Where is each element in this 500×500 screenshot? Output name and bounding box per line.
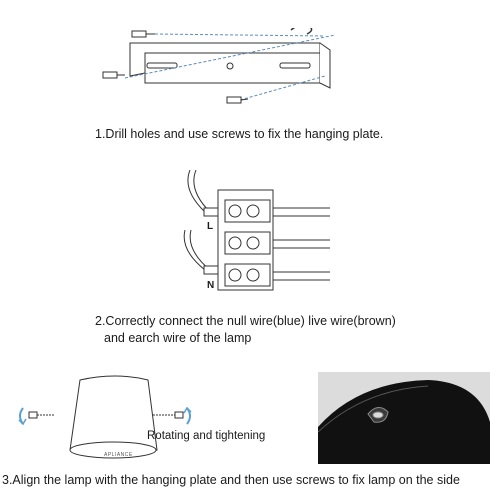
step-2-caption-line2: and earch wire of the lamp bbox=[104, 331, 252, 345]
rotating-tightening-note: Rotating and tightening bbox=[147, 430, 266, 442]
mount-detail-photo bbox=[318, 372, 490, 464]
terminal-block-diagram bbox=[183, 170, 330, 291]
screw-icon bbox=[102, 71, 125, 79]
step-2-caption-line1: 2.Correctly connect the null wire(blue) … bbox=[95, 314, 396, 328]
rotate-arrow-icon bbox=[18, 407, 27, 426]
live-terminal-label: L bbox=[207, 221, 214, 232]
hanging-plate-diagram bbox=[102, 28, 335, 104]
neutral-terminal-label: N bbox=[207, 280, 215, 291]
screw-icon bbox=[28, 411, 55, 419]
screw-icon bbox=[131, 30, 155, 38]
mount-bracket-icon bbox=[367, 407, 389, 423]
rotate-arrow-icon bbox=[183, 406, 192, 425]
lamp-brand-label: APLIANCE bbox=[104, 452, 133, 458]
ground-cable-icon bbox=[290, 28, 313, 35]
screw-icon bbox=[153, 411, 184, 419]
step-3-caption: 3.Align the lamp with the hanging plate … bbox=[2, 473, 460, 487]
screw-icon bbox=[226, 96, 249, 104]
lamp-body bbox=[318, 380, 490, 464]
step-1-caption: 1.Drill holes and use screws to fix the … bbox=[95, 127, 384, 141]
lamp-alignment-diagram bbox=[18, 375, 192, 459]
